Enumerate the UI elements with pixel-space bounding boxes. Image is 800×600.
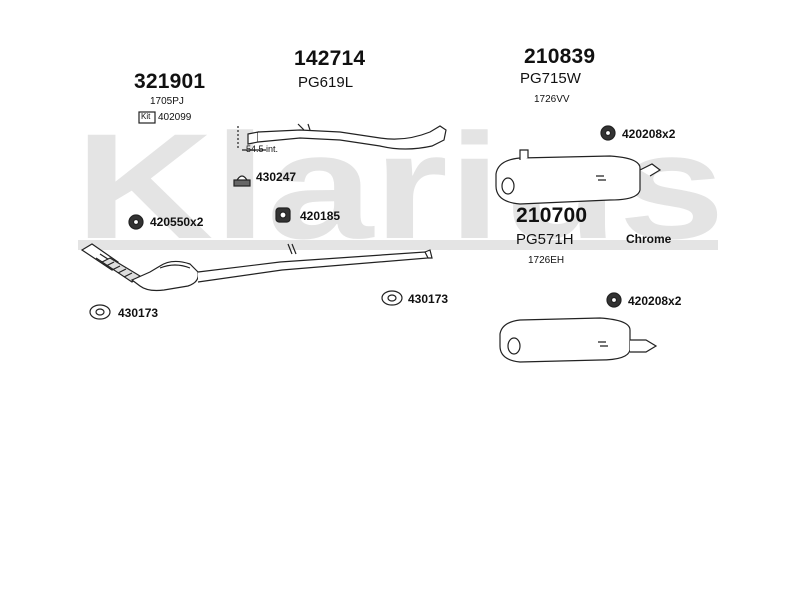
- fitting-label-420550: 420550x2: [150, 215, 204, 229]
- fitting-label-430247: 430247: [256, 170, 297, 184]
- nut-icon: [128, 214, 144, 230]
- front-pipe-number: 321901: [134, 70, 206, 93]
- rear-box-lower-ref: 1726EH: [528, 255, 565, 266]
- kit-code: 402099: [158, 112, 192, 123]
- gasket-icon: [89, 304, 111, 320]
- gasket-icon: [381, 290, 403, 306]
- finish-label: Chrome: [626, 232, 672, 246]
- fitting-label-430173-mid: 430173: [408, 292, 449, 306]
- fitting-label-420208-lower: 420208x2: [628, 294, 682, 308]
- mounting-rubber-icon: [233, 175, 251, 187]
- rear-silencer-lower-drawing: [499, 317, 658, 363]
- rear-silencer-upper-drawing: [495, 149, 662, 205]
- rubber-block-icon: [275, 207, 291, 223]
- center-pipe-number: 142714: [294, 47, 366, 70]
- kit-badge-frame: [138, 111, 156, 124]
- fitting-label-430173-left: 430173: [118, 306, 159, 320]
- rear-box-upper-ref: 1726VV: [534, 94, 570, 105]
- kit-badge: Kit: [141, 112, 151, 121]
- nut-icon: [606, 292, 622, 308]
- nut-icon: [600, 125, 616, 141]
- center-pipe-drawing: [237, 123, 447, 151]
- rear-box-lower-number: 210700: [516, 204, 588, 227]
- pipe-dimension: 54.5 int.: [246, 144, 279, 154]
- front-pipe-code: 1705PJ: [150, 96, 184, 107]
- fitting-label-420185: 420185: [300, 209, 341, 223]
- rear-box-upper-number: 210839: [524, 45, 596, 68]
- fitting-label-420208-upper: 420208x2: [622, 127, 676, 141]
- center-pipe-code: PG619L: [298, 74, 354, 91]
- rear-box-upper-code: PG715W: [520, 70, 581, 87]
- front-pipe-drawing: [80, 243, 433, 292]
- rear-box-lower-code: PG571H: [516, 231, 574, 248]
